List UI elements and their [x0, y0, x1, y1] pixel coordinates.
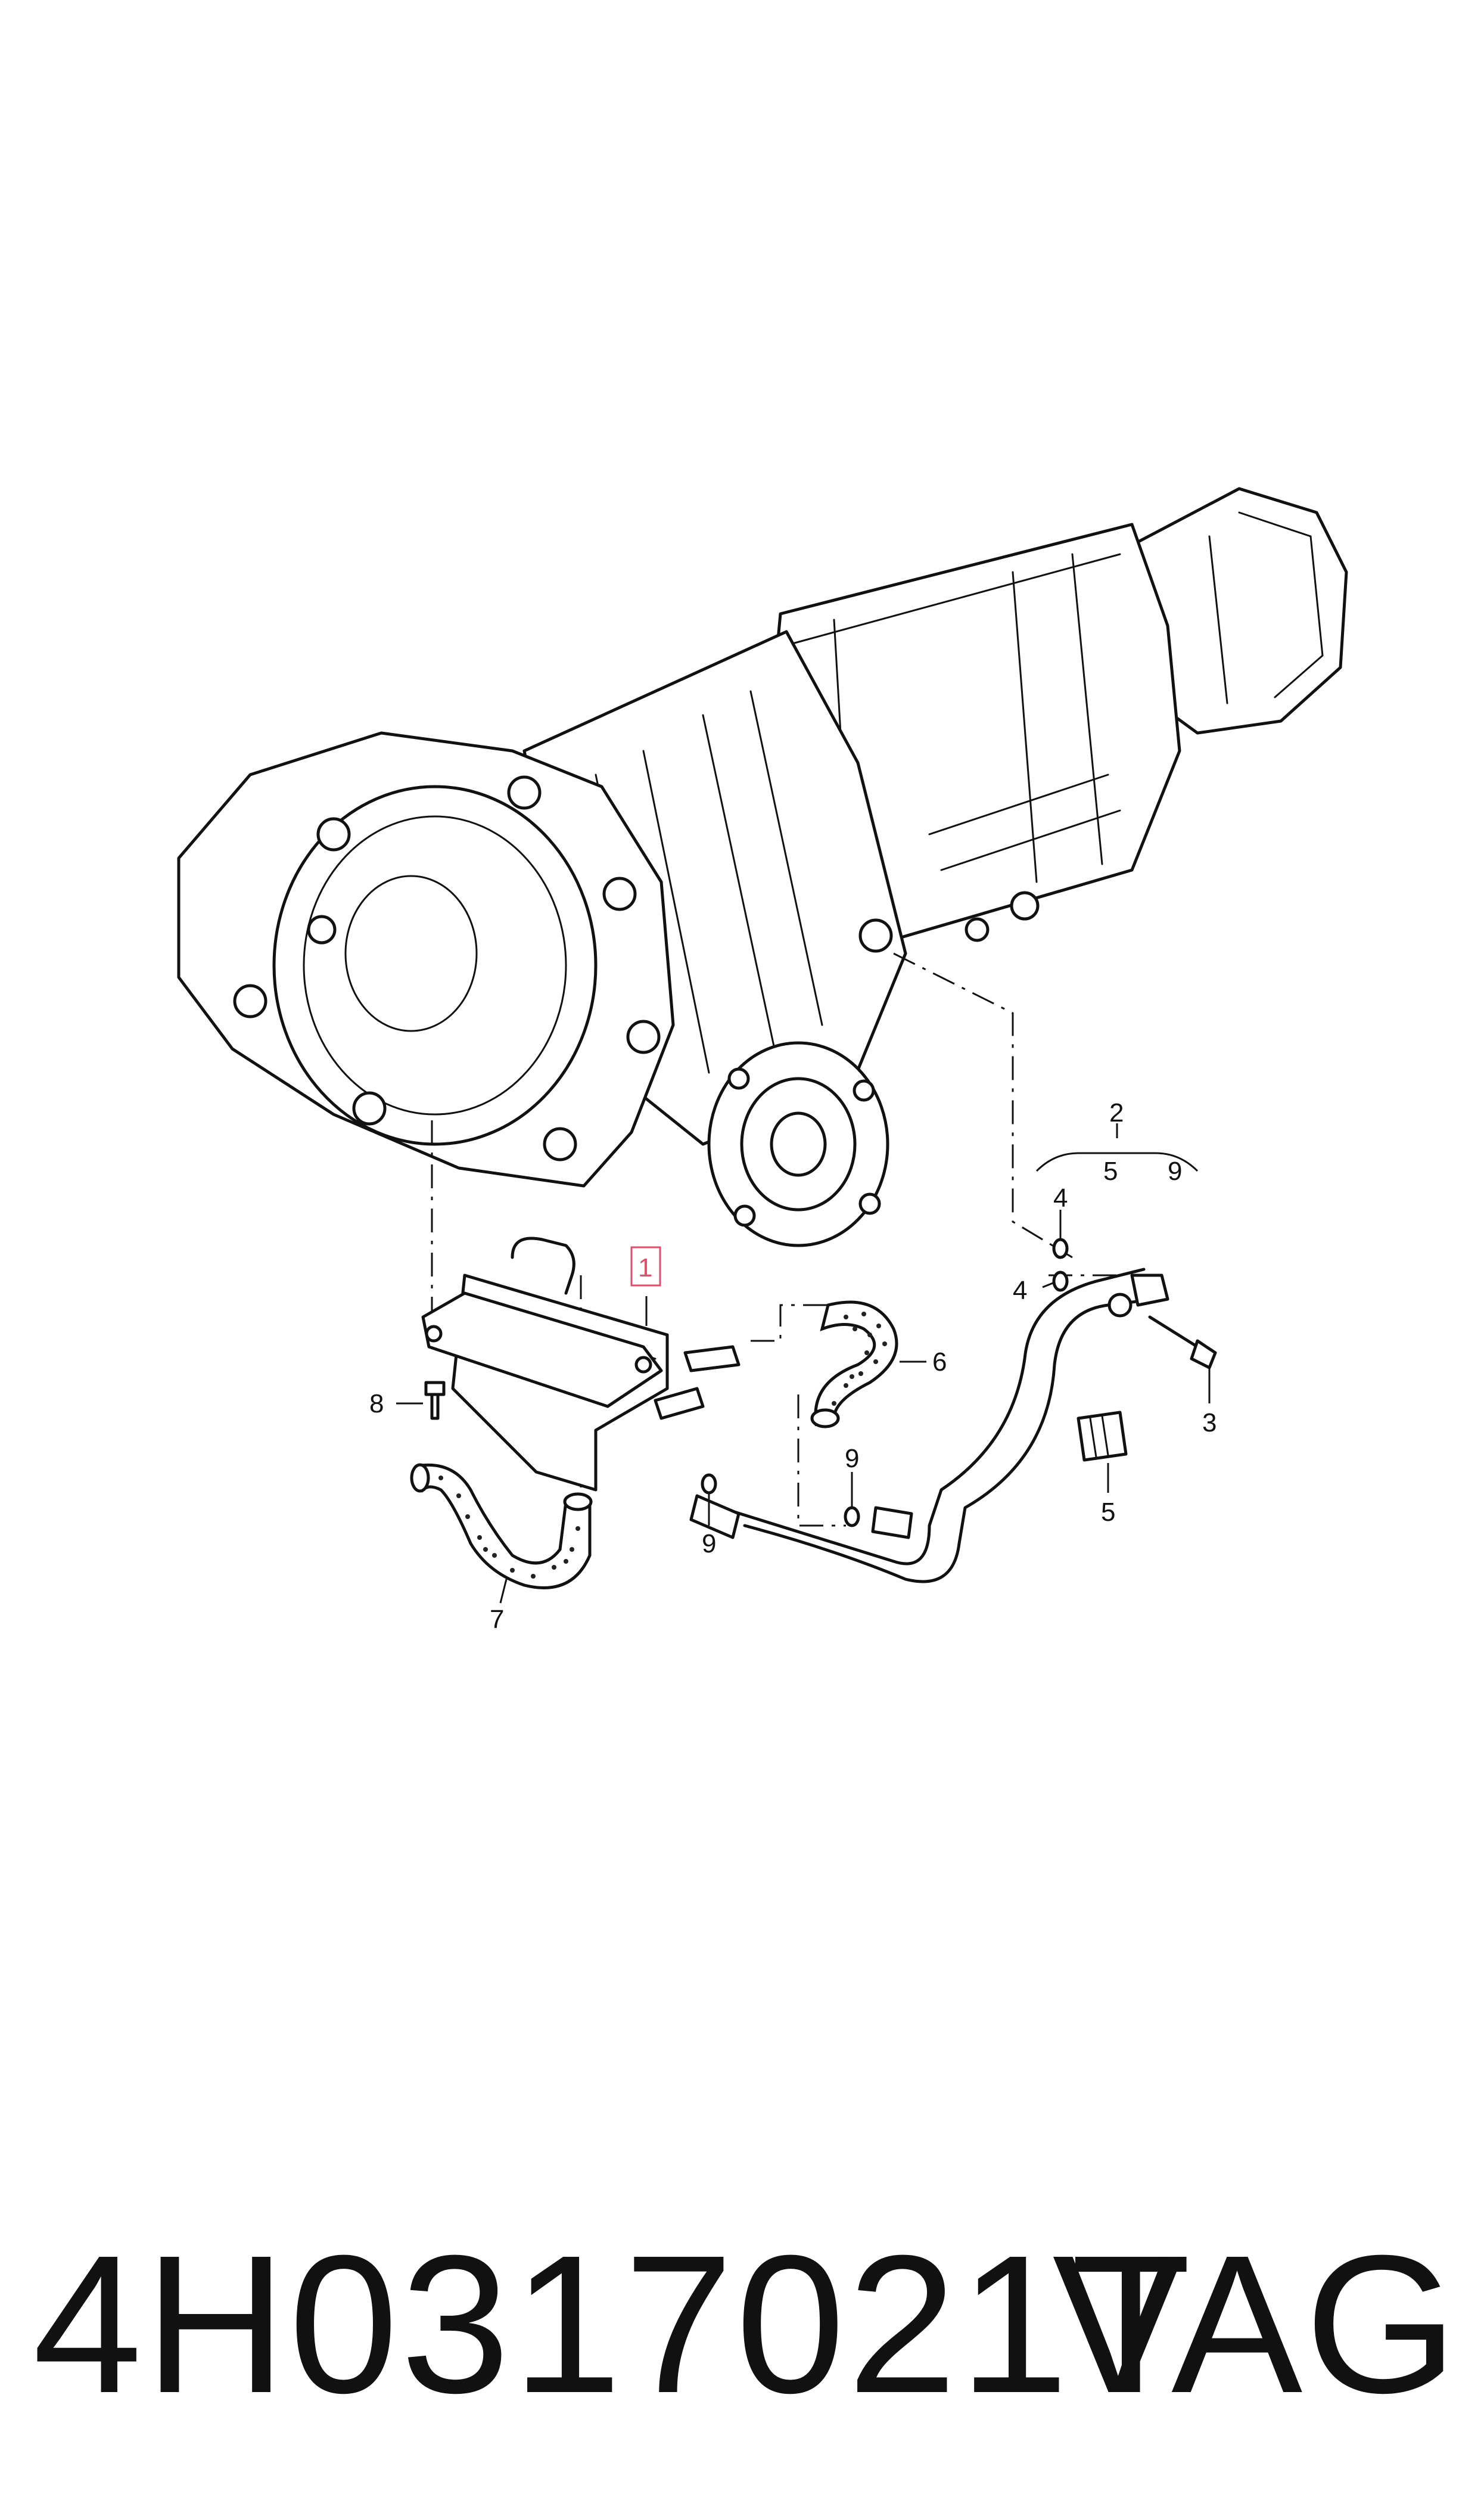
callout-3[interactable]: 3 — [1202, 1408, 1217, 1437]
callout-8[interactable]: 8 — [369, 1389, 384, 1418]
callout-4[interactable]: 4 — [1013, 1276, 1027, 1305]
callout-leaders — [396, 1123, 1211, 1604]
callout-2-sub-4[interactable]: 4 — [1053, 1184, 1068, 1213]
callout-6[interactable]: 6 — [932, 1347, 947, 1377]
coolant-hose-part-6 — [810, 1300, 898, 1428]
oil-cooler-part-1 — [421, 1237, 741, 1492]
callout-9a[interactable]: 9 — [702, 1529, 716, 1558]
callout-7[interactable]: 7 — [490, 1605, 504, 1634]
callout-1-highlight-box — [630, 1246, 661, 1287]
hose-clamp-part-5 — [1077, 1411, 1128, 1462]
oil-line-part-2 — [689, 1268, 1169, 1583]
brand-label: VAG — [1052, 2214, 1460, 2434]
coolant-hose-part-7 — [410, 1463, 593, 1589]
callout-2[interactable]: 2 — [1109, 1098, 1124, 1128]
callout-2-sub-5[interactable]: 5 — [1103, 1157, 1118, 1186]
callout-1[interactable]: 1 — [638, 1253, 652, 1282]
screw-part-8 — [424, 1381, 446, 1420]
bolt-part-3 — [1148, 1315, 1217, 1369]
bolt-bosses — [233, 775, 661, 1161]
part-number-label: 4H0317021T — [33, 2214, 1194, 2434]
drive-flange — [707, 1041, 889, 1247]
callout-labels: 1 2 4 5 9 4 3 5 6 7 8 9 9 — [369, 1098, 1217, 1634]
callout-5[interactable]: 5 — [1101, 1498, 1115, 1527]
exploded-parts-diagram: 1 2 4 5 9 4 3 5 6 7 8 9 9 — [177, 487, 1348, 1634]
callout-9b[interactable]: 9 — [845, 1444, 859, 1473]
callout-2-sub-9[interactable]: 9 — [1168, 1157, 1182, 1186]
transmission-housing — [177, 487, 1348, 1247]
